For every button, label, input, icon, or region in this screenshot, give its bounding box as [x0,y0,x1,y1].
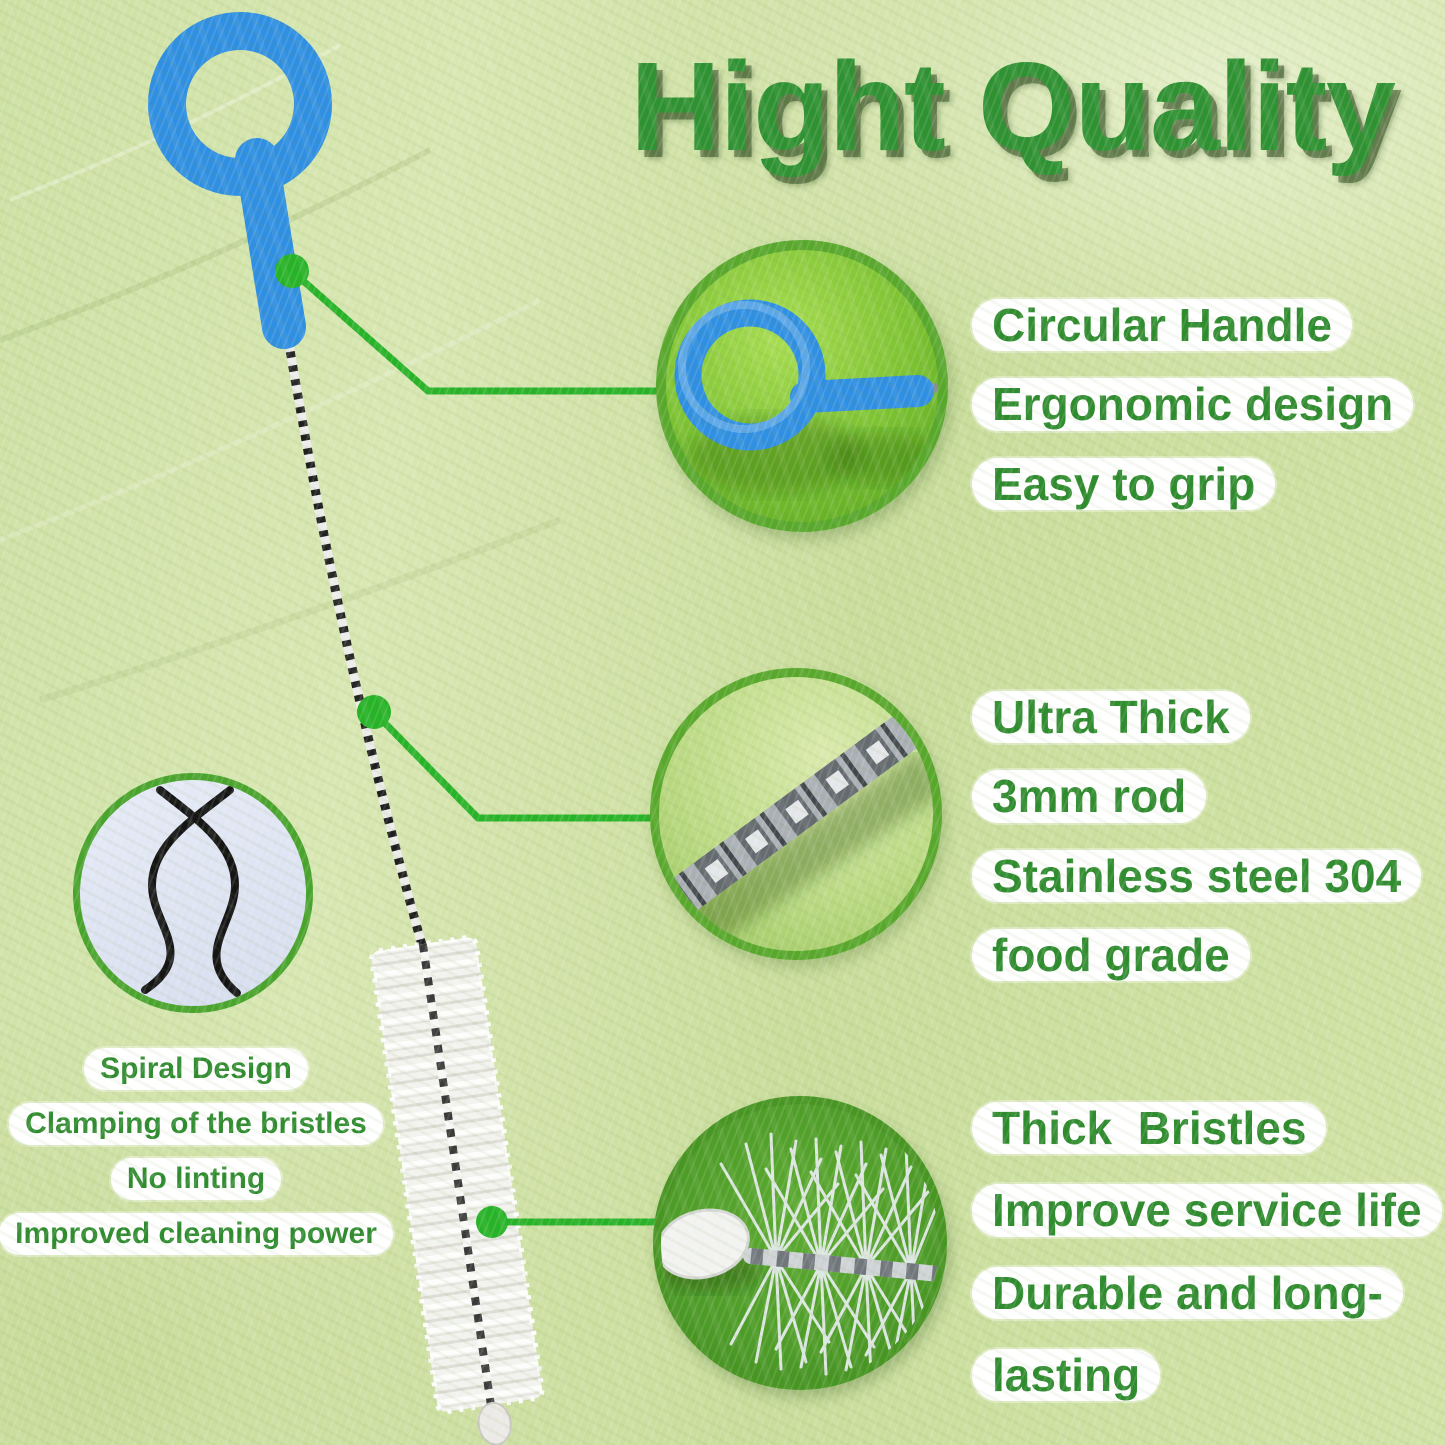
handle-stem [235,138,306,349]
spiral-strand-2 [141,786,234,994]
brush-tip [477,1401,512,1445]
feature-pill: No linting [110,1158,282,1200]
closeup-handle-stem [790,375,934,413]
spiral-note-text: Spiral Design Clamping of the bristles N… [0,1048,393,1255]
closeup-handle-ring [674,299,826,451]
handle-callout-dot [275,254,309,288]
bristles-closeup-circle [653,1096,947,1390]
spiral-design-circle [73,773,313,1013]
twisted-rod [283,337,429,954]
handle-callout-text: Circular Handle Ergonomic design Easy to… [972,299,1414,510]
rod-callout-dot [357,695,391,729]
rod-closeup-photo [659,693,933,951]
feature-pill: Easy to grip [972,457,1276,510]
feature-pill: Ergonomic design [972,378,1414,431]
bristles-callout-dot [476,1206,508,1238]
handle-callout-line [289,268,662,395]
feature-pill: food grade [972,928,1250,982]
page-title: Hight Quality [630,36,1396,177]
feature-pill: 3mm rod [972,770,1207,823]
bristle-tufts [719,1132,939,1380]
rod-callout-text: Ultra Thick 3mm rod Stainless steel 304 … [972,691,1422,982]
bristles-closeup-photo [661,1132,939,1380]
feature-pill: Spiral Design [84,1048,308,1090]
rod-closeup-circle [650,668,942,960]
feature-pill: Ultra Thick [972,691,1250,744]
callout-dots [275,254,508,1238]
closeup-tip [661,1208,750,1280]
bristles-callout-text: Thick Bristles Improve service life Dura… [972,1102,1442,1402]
callout-connectors [289,268,662,1226]
feature-pill: Stainless steel 304 [972,849,1422,902]
feature-pill: Thick Bristles [972,1102,1327,1155]
feature-pill: Circular Handle [972,299,1352,352]
feature-pill: Improved cleaning power [0,1213,393,1255]
feature-pill: Durable and long- [972,1266,1403,1319]
rod-callout-line [371,709,656,822]
feature-pill: lasting [972,1348,1161,1402]
handle [148,12,332,349]
feature-pill: Clamping of the bristles [9,1103,383,1145]
bristle-section [369,935,545,1445]
handle-closeup-photo [674,299,938,493]
feature-pill: Improve service life [972,1184,1442,1237]
spiral-diagram [141,786,241,997]
ring-highlight [678,301,810,433]
handle-closeup-circle [656,240,948,532]
